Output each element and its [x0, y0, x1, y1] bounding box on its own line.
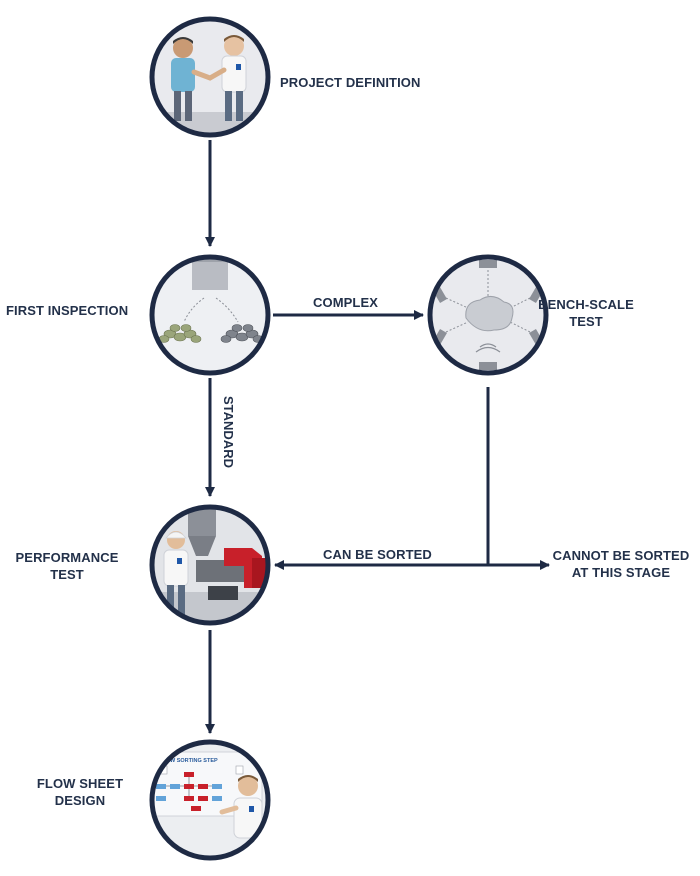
edge-label-cannot-line2: AT THIS STAGE	[571, 565, 671, 580]
node-flow-sheet-design: NEW SORTING STEP	[149, 739, 271, 861]
label-bench-scale-line1: BENCH-SCALE	[538, 297, 634, 312]
label-performance-line1: PERFORMANCE	[15, 550, 119, 565]
label-project-definition: PROJECT DEFINITION	[280, 75, 421, 90]
label-flow-sheet-design: FLOW SHEET DESIGN	[30, 775, 130, 809]
flowsheet-screen-title: NEW SORTING STEP	[162, 758, 218, 764]
edge-label-cannot-line1: CANNOT BE SORTED	[552, 548, 690, 563]
edge-label-complex: COMPLEX	[313, 295, 378, 310]
node-project-definition	[149, 16, 271, 138]
label-flow-sheet-line1: FLOW SHEET	[36, 776, 124, 791]
label-performance-test: PERFORMANCE TEST	[14, 549, 120, 583]
edge-label-cannot-be-sorted: CANNOT BE SORTED AT THIS STAGE	[548, 547, 694, 581]
label-first-inspection: FIRST INSPECTION	[6, 303, 129, 318]
node-performance-test	[149, 504, 271, 626]
edge-label-can-be-sorted: CAN BE SORTED	[323, 547, 432, 562]
flowsheet-presentation-illustration: NEW SORTING STEP	[153, 751, 263, 839]
label-performance-line2: TEST	[50, 567, 84, 582]
edge-label-standard: STANDARD	[221, 396, 236, 468]
label-bench-scale-test: BENCH-SCALE TEST	[538, 296, 634, 330]
node-first-inspection	[149, 254, 271, 376]
node-bench-scale-test	[427, 254, 549, 376]
label-bench-scale-line2: TEST	[569, 314, 603, 329]
label-flow-sheet-line2: DESIGN	[54, 793, 106, 808]
